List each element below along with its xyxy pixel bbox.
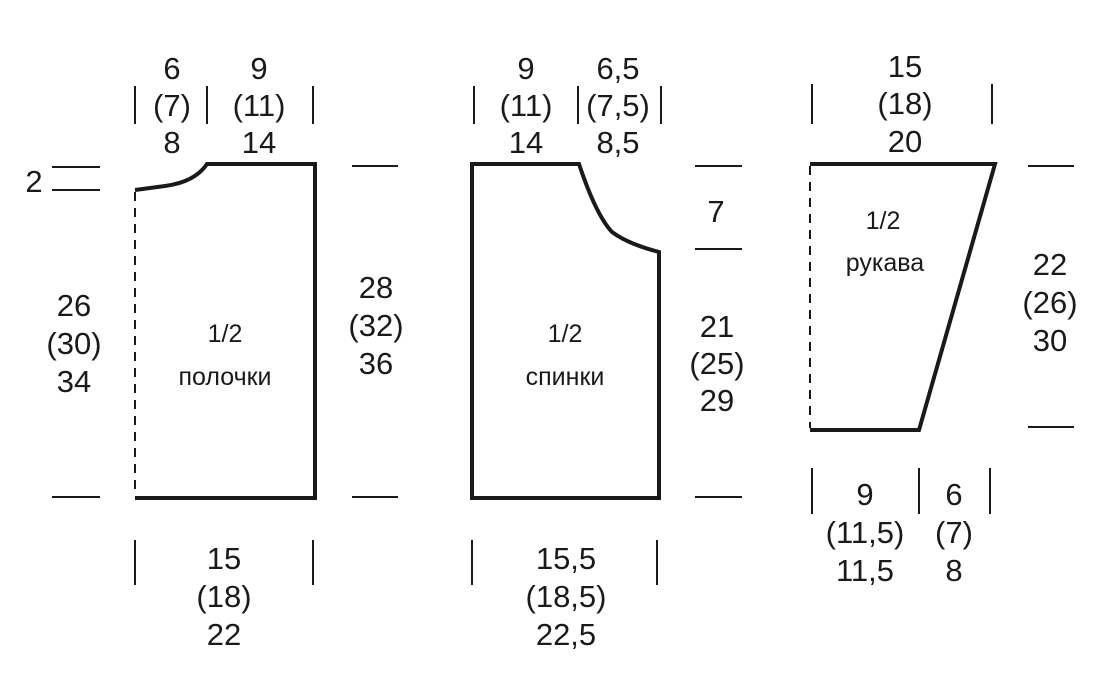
sleeve-bottom-right-size-1: 6 — [945, 477, 962, 512]
front-top-right-size-2: (11) — [233, 88, 286, 123]
front-top-left-size-3: 8 — [163, 125, 180, 160]
sleeve-bottom-left-size-1: 9 — [856, 477, 873, 512]
front-label-fraction: 1/2 — [208, 320, 243, 348]
front-label-name: полочки — [178, 363, 271, 391]
front-neck-drop-value: 2 — [25, 164, 42, 199]
back-right-height-2: (25) — [689, 346, 744, 381]
sleeve-right-height-2: (26) — [1022, 285, 1077, 320]
sleeve-top-width-1: 15 — [888, 49, 922, 84]
back-top-right-size-3: 8,5 — [596, 125, 639, 160]
front-bottom-width-3: 22 — [207, 617, 241, 652]
front-top-right-size-1: 9 — [250, 51, 267, 86]
sleeve-piece: 1/2 рукава 15 (18) 20 22 (26) 30 9 (11,5… — [809, 49, 1078, 588]
back-top-left-size-1: 9 — [517, 51, 534, 86]
back-right-height-1: 21 — [700, 309, 734, 344]
back-label-name: спинки — [526, 363, 605, 391]
sleeve-right-height-3: 30 — [1033, 323, 1067, 358]
front-right-height-2: (32) — [348, 308, 403, 343]
back-right-height-3: 29 — [700, 383, 734, 418]
sleeve-top-width-2: (18) — [877, 86, 932, 121]
front-left-height-3: 34 — [57, 364, 91, 399]
back-armhole-depth-value: 7 — [707, 194, 724, 229]
front-left-height-2: (30) — [46, 326, 101, 361]
front-piece: 1/2 полочки 6 (7) 8 9 (11) 14 2 26 (30) … — [25, 51, 403, 652]
sleeve-right-height-1: 22 — [1033, 247, 1067, 282]
back-bottom-width-3: 22,5 — [536, 617, 596, 652]
front-top-right-size-3: 14 — [242, 125, 276, 160]
back-piece: 1/2 спинки 9 (11) 14 6,5 (7,5) 8,5 7 21 … — [470, 51, 745, 652]
sleeve-bottom-right-size-2: (7) — [935, 515, 973, 550]
sleeve-bottom-left-size-3: 11,5 — [836, 553, 894, 588]
sleeve-label-fraction: 1/2 — [866, 207, 901, 235]
front-bottom-width-1: 15 — [207, 541, 241, 576]
back-top-left-size-3: 14 — [509, 125, 543, 160]
back-label-fraction: 1/2 — [548, 320, 583, 348]
front-right-height-3: 36 — [359, 346, 393, 381]
sleeve-outline — [810, 162, 998, 432]
front-right-height-1: 28 — [359, 270, 393, 305]
front-top-left-size-1: 6 — [163, 51, 180, 86]
back-bottom-width-1: 15,5 — [536, 541, 596, 576]
front-outline — [134, 162, 317, 500]
back-outline — [470, 162, 661, 500]
back-top-right-size-1: 6,5 — [596, 51, 639, 86]
sleeve-bottom-left-size-2: (11,5) — [826, 515, 905, 550]
back-top-right-size-2: (7,5) — [586, 88, 650, 123]
front-bottom-width-2: (18) — [196, 579, 251, 614]
back-bottom-width-2: (18,5) — [526, 579, 607, 614]
sleeve-top-width-3: 20 — [888, 124, 922, 159]
sleeve-bottom-right-size-3: 8 — [945, 553, 962, 588]
sleeve-label-name: рукава — [846, 249, 925, 277]
back-top-left-size-2: (11) — [500, 88, 553, 123]
front-left-height-1: 26 — [57, 288, 91, 323]
front-top-left-size-2: (7) — [153, 88, 191, 123]
